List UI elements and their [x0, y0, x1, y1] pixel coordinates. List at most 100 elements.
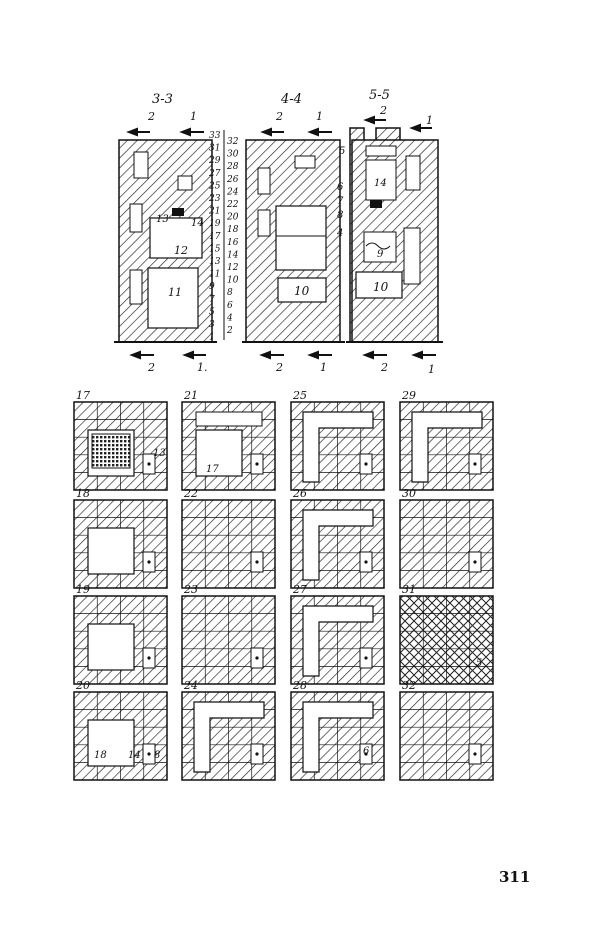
row-number-odd: 31 [209, 144, 220, 154]
callout-label: 10 [294, 284, 310, 298]
row-plan-25: 25 [290, 389, 385, 491]
opening-dot [473, 752, 477, 756]
row-number-odd: 33 [209, 131, 221, 141]
row-number-even: 32 [227, 137, 239, 147]
smoke-channel [302, 509, 374, 581]
row-plan-32: 32 [399, 679, 494, 781]
cut-label: 2 [275, 361, 283, 374]
row-number-odd: 11 [209, 270, 220, 280]
row-plan-29: 29 [399, 389, 494, 491]
opening-dot [147, 462, 151, 466]
callout-label: 8 [337, 210, 343, 221]
firebox-chamber [87, 623, 135, 671]
smoke-channel [411, 411, 483, 483]
row-number-even: 16 [227, 238, 239, 248]
opening-dot [147, 752, 151, 756]
callout-label: 6 [337, 182, 344, 193]
opening-dot [473, 462, 477, 466]
plan-row-label: 28 [292, 679, 307, 692]
plan-row-label: 19 [76, 583, 90, 596]
row-number-odd: 13 [209, 257, 221, 267]
callout-label: 13 [156, 214, 169, 225]
row-number-even: 24 [226, 187, 239, 197]
row-number-odd: 19 [209, 219, 221, 229]
cut-label: 1 [426, 114, 433, 127]
row-number-even: 2 [226, 326, 233, 336]
row-plan-19: 19 [73, 583, 168, 685]
plan-row-label: 23 [183, 583, 198, 596]
cut-label: 1 [316, 110, 323, 123]
plan-row-label: 31 [402, 583, 416, 596]
cut-label: 1 [190, 110, 197, 123]
row-number-odd: 25 [208, 181, 221, 191]
row-number-even: 10 [227, 276, 239, 286]
opening-dot [364, 560, 368, 564]
plan-row-label: 25 [292, 389, 307, 402]
row-number-odd: 23 [208, 194, 221, 204]
row-number-even: 18 [227, 225, 239, 235]
plan-row-label: 17 [76, 389, 90, 402]
callout-label: 10 [373, 280, 389, 294]
section-5-5: 5-5 2 1 5 6 7 8 4 14 9 10 2 1 [336, 88, 443, 376]
row-plan-22: 22 [181, 487, 276, 589]
opening-dot [147, 560, 151, 564]
row-plan-30: 30 [399, 487, 494, 589]
callout-label: 7 [337, 196, 344, 207]
callout-label: 4 [336, 228, 343, 239]
plan-callout: 18 [94, 750, 107, 761]
row-number-even: 6 [227, 301, 233, 311]
row-number-even: 20 [226, 213, 239, 223]
grate [91, 433, 131, 469]
plan-callout: 5 [476, 658, 482, 669]
plan-callout: 14 [128, 750, 141, 761]
plan-callout: 6 [363, 746, 370, 757]
callout-label: 11 [168, 286, 182, 299]
cut-label: 2 [380, 361, 388, 374]
page-number: 311 [499, 868, 531, 886]
cut-label: 2 [275, 110, 283, 123]
row-plan-23: 23 [181, 583, 276, 685]
firebox-chamber [87, 719, 135, 767]
row-number-odd: 17 [209, 232, 221, 242]
opening-dot [255, 656, 259, 660]
section-title: 5-5 [369, 88, 390, 103]
plan-row-label: 27 [292, 583, 307, 596]
smoke-channel [193, 701, 265, 773]
cut-label: 1 [320, 361, 327, 374]
plan-row-label: 29 [401, 389, 416, 402]
row-plan-31: 31 5 [399, 583, 494, 685]
row-plan-24: 24 [181, 679, 276, 781]
row-number-odd: 5 [209, 307, 215, 317]
callout-label: 14 [191, 218, 204, 229]
opening-dot [255, 560, 259, 564]
flue-channel [195, 411, 263, 427]
row-plan-27: 27 [290, 583, 385, 685]
plan-row-label: 22 [183, 487, 198, 500]
row-number-odd: 15 [209, 244, 221, 254]
firebox-chamber [87, 527, 135, 575]
cut-label: 2 [147, 110, 155, 123]
row-number-odd: 21 [208, 207, 220, 217]
row-number-even: 8 [227, 288, 233, 298]
opening-dot [255, 462, 259, 466]
smoke-channel [302, 411, 374, 483]
row-number-even: 30 [227, 150, 239, 160]
opening-dot [147, 656, 151, 660]
row-number-odd: 9 [209, 282, 215, 292]
opening-dot [364, 752, 368, 756]
cut-label: 1 [428, 363, 435, 376]
plan-row-label: 20 [75, 679, 90, 692]
row-plan-20: 20 18 14 8 [73, 679, 168, 781]
opening-dot [364, 462, 368, 466]
row-number-even: 28 [226, 162, 239, 172]
plan-row-label: 30 [402, 487, 416, 500]
plan-row-label: 18 [76, 487, 90, 500]
callout-label: 5 [339, 146, 345, 157]
row-number-even: 4 [226, 313, 233, 323]
plan-callout: 8 [154, 750, 160, 761]
callout-label: 12 [174, 244, 188, 257]
